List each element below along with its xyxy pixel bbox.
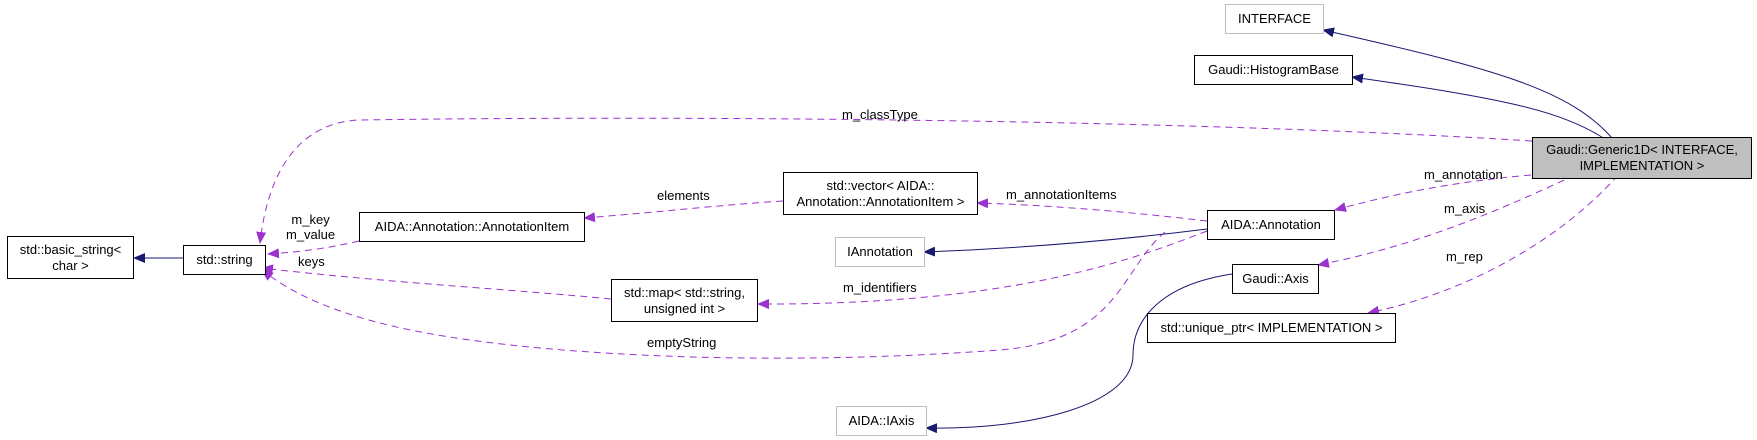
inheritance-edges (133, 27, 1614, 434)
edge-generic1d-to-interface (1322, 27, 1614, 140)
edge-elements (583, 200, 784, 223)
edge-empty-string (261, 231, 1166, 359)
node-unique-ptr-impl[interactable]: std::unique_ptr< IMPLEMENTATION > (1147, 313, 1396, 343)
node-annotation-item[interactable]: AIDA::Annotation::AnnotationItem (359, 212, 585, 242)
edge-label-emptystring: emptyString (647, 335, 717, 350)
node-map-string-uint[interactable]: std::map< std::string, unsigned int > (611, 279, 758, 322)
usage-edges (256, 117, 1619, 359)
edge-label-m-classtype: m_classType (842, 107, 918, 122)
edge-identifiers (757, 230, 1208, 310)
edge-annotation-items (976, 198, 1208, 222)
node-interface-label: INTERFACE (1238, 11, 1311, 26)
edge-label-m-rep: m_rep (1446, 249, 1483, 264)
edge-axis-to-iaxis (925, 273, 1233, 434)
edge-key-value (267, 240, 360, 259)
node-basic-string-label: std::basic_string< char > (19, 241, 122, 273)
node-generic1d[interactable]: Gaudi::Generic1D< INTERFACE, IMPLEMENTAT… (1532, 137, 1752, 179)
edge-label-m-annotation: m_annotation (1424, 167, 1503, 182)
node-histogram-base[interactable]: Gaudi::HistogramBase (1194, 55, 1353, 85)
edge-annotation-to-iannotation (923, 228, 1208, 257)
edge-keys (261, 264, 612, 300)
edge-annotation-member (1334, 174, 1532, 212)
node-aida-annotation[interactable]: AIDA::Annotation (1207, 210, 1335, 240)
edge-generic1d-to-histogram-base (1351, 73, 1606, 140)
node-map-string-uint-label: std::map< std::string, unsigned int > (623, 284, 746, 316)
edge-axis-member (1317, 174, 1576, 268)
node-std-string[interactable]: std::string (183, 245, 266, 275)
node-interface[interactable]: INTERFACE (1225, 4, 1324, 34)
node-aida-annotation-label: AIDA::Annotation (1221, 217, 1321, 232)
node-unique-ptr-impl-label: std::unique_ptr< IMPLEMENTATION > (1160, 320, 1383, 335)
node-histogram-base-label: Gaudi::HistogramBase (1208, 62, 1339, 77)
edge-rep-member (1367, 174, 1619, 316)
edge-classtype (256, 117, 1533, 244)
node-gaudi-axis[interactable]: Gaudi::Axis (1232, 264, 1319, 294)
edge-label-keys: keys (298, 254, 325, 269)
node-aida-iaxis-label: AIDA::IAxis (848, 413, 915, 428)
edge-label-m-annotationitems: m_annotationItems (1006, 187, 1117, 202)
node-basic-string[interactable]: std::basic_string< char > (7, 236, 134, 279)
edge-label-m-key-m-value: m_key m_value (286, 212, 336, 242)
node-iannotation-label: IAnnotation (847, 244, 913, 259)
node-iannotation[interactable]: IAnnotation (835, 237, 925, 267)
edge-label-m-identifiers: m_identifiers (843, 280, 917, 295)
node-aida-iaxis[interactable]: AIDA::IAxis (836, 406, 927, 436)
edge-label-m-axis: m_axis (1444, 201, 1486, 216)
node-generic1d-label: Gaudi::Generic1D< INTERFACE, IMPLEMENTAT… (1546, 142, 1738, 173)
node-gaudi-axis-label: Gaudi::Axis (1242, 271, 1309, 286)
node-vector-annotation-item[interactable]: std::vector< AIDA:: Annotation::Annotati… (783, 172, 978, 215)
edge-label-elements: elements (657, 188, 710, 203)
node-annotation-item-label: AIDA::Annotation::AnnotationItem (374, 219, 570, 234)
node-std-string-label: std::string (196, 252, 253, 267)
node-vector-annotation-item-label: std::vector< AIDA:: Annotation::Annotati… (796, 177, 965, 209)
